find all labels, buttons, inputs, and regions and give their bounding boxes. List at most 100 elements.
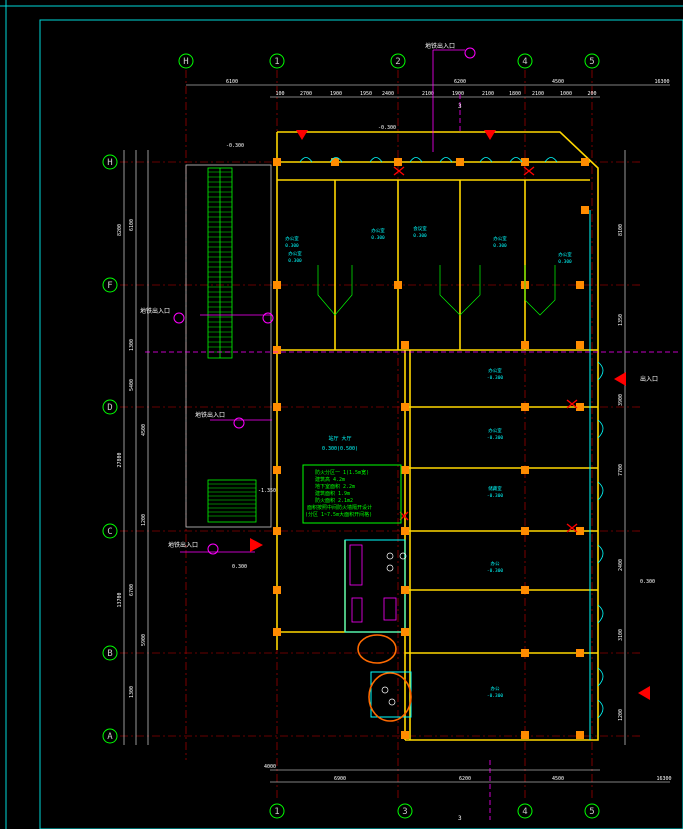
dim-td-8: 1800 bbox=[509, 91, 521, 97]
column bbox=[576, 403, 584, 411]
column bbox=[401, 586, 409, 594]
door-swing bbox=[369, 157, 383, 163]
column bbox=[273, 403, 281, 411]
column bbox=[521, 158, 529, 166]
column bbox=[394, 158, 402, 166]
room-name: 办公室 bbox=[371, 227, 385, 234]
room-level: -0.300 bbox=[487, 435, 504, 441]
note-line-1: 建筑高 4.2m bbox=[315, 476, 345, 483]
axis-left-2: D bbox=[107, 403, 112, 413]
column bbox=[521, 466, 529, 474]
dim-td-2: 1900 bbox=[330, 91, 342, 97]
dim-left-1: 27800 bbox=[117, 452, 123, 467]
dim-right-0: 8100 bbox=[618, 224, 624, 236]
fan-stairs bbox=[317, 265, 556, 316]
column bbox=[401, 527, 409, 535]
column bbox=[401, 628, 409, 636]
room-name: 办公室 bbox=[285, 235, 299, 242]
room-name: 办公 bbox=[491, 560, 500, 567]
door-swing bbox=[479, 157, 493, 163]
column bbox=[273, 281, 281, 289]
room-name: 办公 bbox=[491, 685, 500, 692]
note-line-0: 防火分区一 1(1.5m宽) bbox=[315, 469, 369, 476]
column bbox=[273, 158, 281, 166]
door-swing bbox=[544, 157, 558, 163]
label-level-4: 0.300 bbox=[640, 579, 655, 585]
column bbox=[521, 527, 529, 535]
dim-bot-3: 4500 bbox=[552, 776, 564, 782]
axis-left-1: F bbox=[107, 281, 112, 291]
column bbox=[521, 586, 529, 594]
sheet-border bbox=[39, 19, 683, 829]
stair-block-left bbox=[185, 164, 272, 528]
level-labels: -0.300 -0.300 0.300 0.300 -1.350 bbox=[226, 125, 655, 585]
axis-labels: H 1 2 4 5 1 3 4 5 H F D C B A bbox=[107, 57, 594, 817]
stair-treads bbox=[208, 171, 256, 517]
doors-top bbox=[299, 157, 558, 163]
note-line-6: (分区 1~7.5m大面积开间格) bbox=[305, 511, 372, 518]
column bbox=[273, 586, 281, 594]
room-name: 办公室 bbox=[493, 235, 507, 242]
column bbox=[273, 466, 281, 474]
dim-top-1: 6200 bbox=[454, 79, 466, 85]
dim-ld-0: 6100 bbox=[129, 219, 135, 231]
label-bottom-grid: 3 bbox=[458, 815, 462, 822]
column bbox=[581, 206, 589, 214]
door-swing bbox=[509, 157, 523, 163]
door-swing bbox=[439, 157, 453, 163]
hall-level: 0.300(0.500) bbox=[322, 446, 358, 452]
dim-bot-1: 6900 bbox=[334, 776, 346, 782]
axis-bottom-3: 5 bbox=[589, 807, 594, 817]
room-name: 办公室 bbox=[488, 427, 502, 434]
label-level-2: -0.300 bbox=[378, 125, 396, 131]
dimension-text-bottom: 4000 6900 6200 4500 16300 bbox=[264, 764, 672, 782]
axis-bubbles-top bbox=[178, 53, 600, 69]
dim-ld-5: 6700 bbox=[129, 584, 135, 596]
dimension-lines bbox=[123, 84, 670, 783]
column bbox=[401, 731, 409, 739]
columns bbox=[273, 158, 589, 739]
label-fire-exit-top: 地铁出入口 bbox=[425, 42, 455, 50]
column bbox=[576, 341, 584, 349]
dim-bot-0: 4000 bbox=[264, 764, 276, 770]
dim-ld-4: 1200 bbox=[141, 514, 147, 526]
axis-top-3: 4 bbox=[522, 57, 527, 67]
hidden-lines bbox=[145, 49, 680, 820]
column bbox=[273, 628, 281, 636]
axis-top-1: 1 bbox=[274, 57, 279, 67]
column bbox=[576, 649, 584, 657]
dim-bot-4: 16300 bbox=[656, 776, 671, 782]
axis-top-0: H bbox=[183, 57, 188, 67]
door-swing bbox=[409, 157, 423, 163]
dim-right-6: 1200 bbox=[618, 709, 624, 721]
restroom-fixtures bbox=[349, 544, 397, 623]
column bbox=[576, 527, 584, 535]
column bbox=[456, 158, 464, 166]
label-level-3: 0.300 bbox=[232, 564, 247, 570]
hall-label: 站厅 大厅 0.300(0.500) bbox=[322, 435, 358, 452]
sink-fixtures bbox=[381, 552, 407, 706]
note-line-2: 地下室面积 2.2m bbox=[315, 483, 355, 490]
room-level: -0.300 bbox=[487, 693, 504, 699]
room-labels: 办公室0.300办公室0.300会议室0.300办公室0.300办公室0.300… bbox=[285, 225, 572, 699]
label-right-mark: 出入口 bbox=[640, 375, 658, 383]
axis-top-2: 2 bbox=[395, 57, 400, 67]
column bbox=[394, 281, 402, 289]
label-fire-exit-left-3: 地铁出入口 bbox=[168, 541, 198, 549]
room-level: 0.300 bbox=[558, 259, 572, 265]
dim-top-0: 6100 bbox=[226, 79, 238, 85]
axis-bottom-2: 4 bbox=[522, 807, 527, 817]
dim-td-4: 2400 bbox=[382, 91, 394, 97]
column bbox=[581, 158, 589, 166]
dim-td-3: 1950 bbox=[360, 91, 372, 97]
dim-ld-1: 1300 bbox=[129, 339, 135, 351]
note-line-5: 面积按照中间防火墙隔开设计 bbox=[307, 504, 372, 511]
label-level-1: -0.300 bbox=[226, 143, 244, 149]
label-fire-exit-left-2: 地铁出入口 bbox=[195, 411, 225, 419]
door-swing bbox=[329, 157, 343, 163]
column bbox=[401, 403, 409, 411]
room-name: 办公室 bbox=[558, 251, 572, 258]
room-level: 0.300 bbox=[371, 235, 385, 241]
note-line-3: 建筑面积 1.9m bbox=[315, 490, 350, 497]
